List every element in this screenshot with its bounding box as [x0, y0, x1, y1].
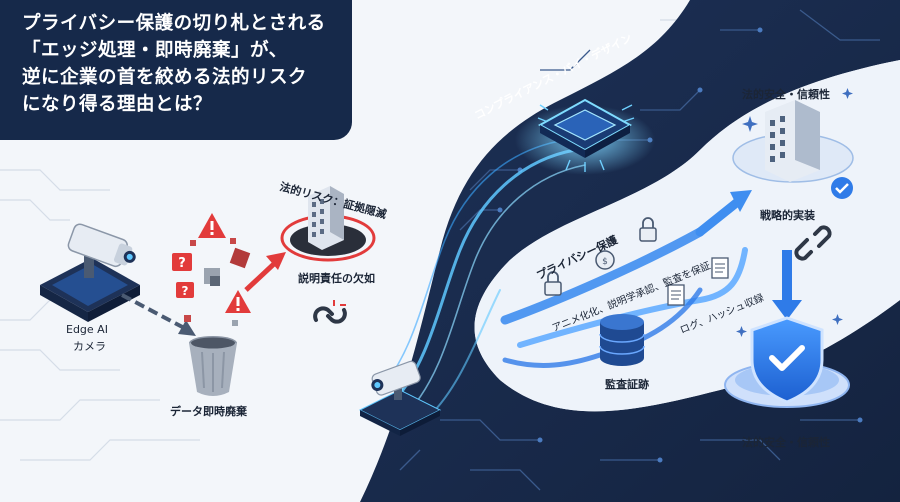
- title-box: プライバシー保護の切り札とされる 「エッジ処理・即時廃棄」が、 逆に企業の首を絞…: [0, 0, 352, 140]
- lock-icon: [639, 217, 657, 242]
- broken-chain-icon: [313, 306, 347, 324]
- document-icon: [711, 257, 729, 279]
- warning-icon: [225, 290, 251, 313]
- safety-building-icon: [732, 88, 854, 183]
- shield-check-icon: [724, 314, 850, 408]
- title-line: になり得る理由とは？: [22, 94, 213, 115]
- circuit-traces: [399, 9, 880, 491]
- svg-text:?: ?: [182, 284, 189, 298]
- camera-label-line2: カメラ: [73, 340, 106, 353]
- lock-icon: [544, 271, 562, 296]
- svg-text:$: $: [602, 257, 608, 267]
- down-arrow: [772, 250, 802, 320]
- question-icon: ?: [172, 253, 192, 271]
- question-icon: ?: [176, 282, 194, 298]
- scattered-fragments: ? ?: [172, 213, 251, 326]
- checkmark-icon: [831, 177, 853, 199]
- edge-camera-icon-small: [358, 360, 442, 436]
- chip-icon: [515, 98, 655, 175]
- arrow-head-main: [730, 190, 752, 212]
- legal-safety-top-label: 法的安全・信頼性: [742, 88, 830, 101]
- database-icon: [599, 314, 645, 366]
- title-line: プライバシー保護の切り札とされる: [22, 13, 326, 34]
- camera-label-line1: Edge AI: [66, 323, 108, 336]
- strategic-label: 戦略的実装: [760, 209, 815, 222]
- title-line: 「エッジ処理・即時廃棄」が、: [22, 40, 288, 61]
- audit-trail-label: 監査証跡: [605, 378, 649, 391]
- edge-camera-icon: [40, 223, 140, 322]
- arrow-to-trash: [121, 293, 196, 336]
- chain-link-icon: [794, 225, 832, 261]
- red-arrow: [244, 252, 286, 292]
- accountability-label: 説明責任の欠如: [298, 272, 375, 285]
- risk-building-icon: [280, 186, 376, 262]
- data-deletion-label: データ即時廃棄: [170, 405, 247, 418]
- warning-icon: [198, 213, 226, 238]
- legal-safety-bottom-label: 法的安全・信頼性: [742, 436, 830, 449]
- trash-bin-icon: [189, 336, 237, 396]
- document-icon: [667, 284, 685, 306]
- anonymize-token-icon: $: [595, 250, 615, 270]
- title-line: 逆に企業の首を絞める法的リスク: [22, 67, 308, 88]
- svg-text:?: ?: [178, 256, 186, 271]
